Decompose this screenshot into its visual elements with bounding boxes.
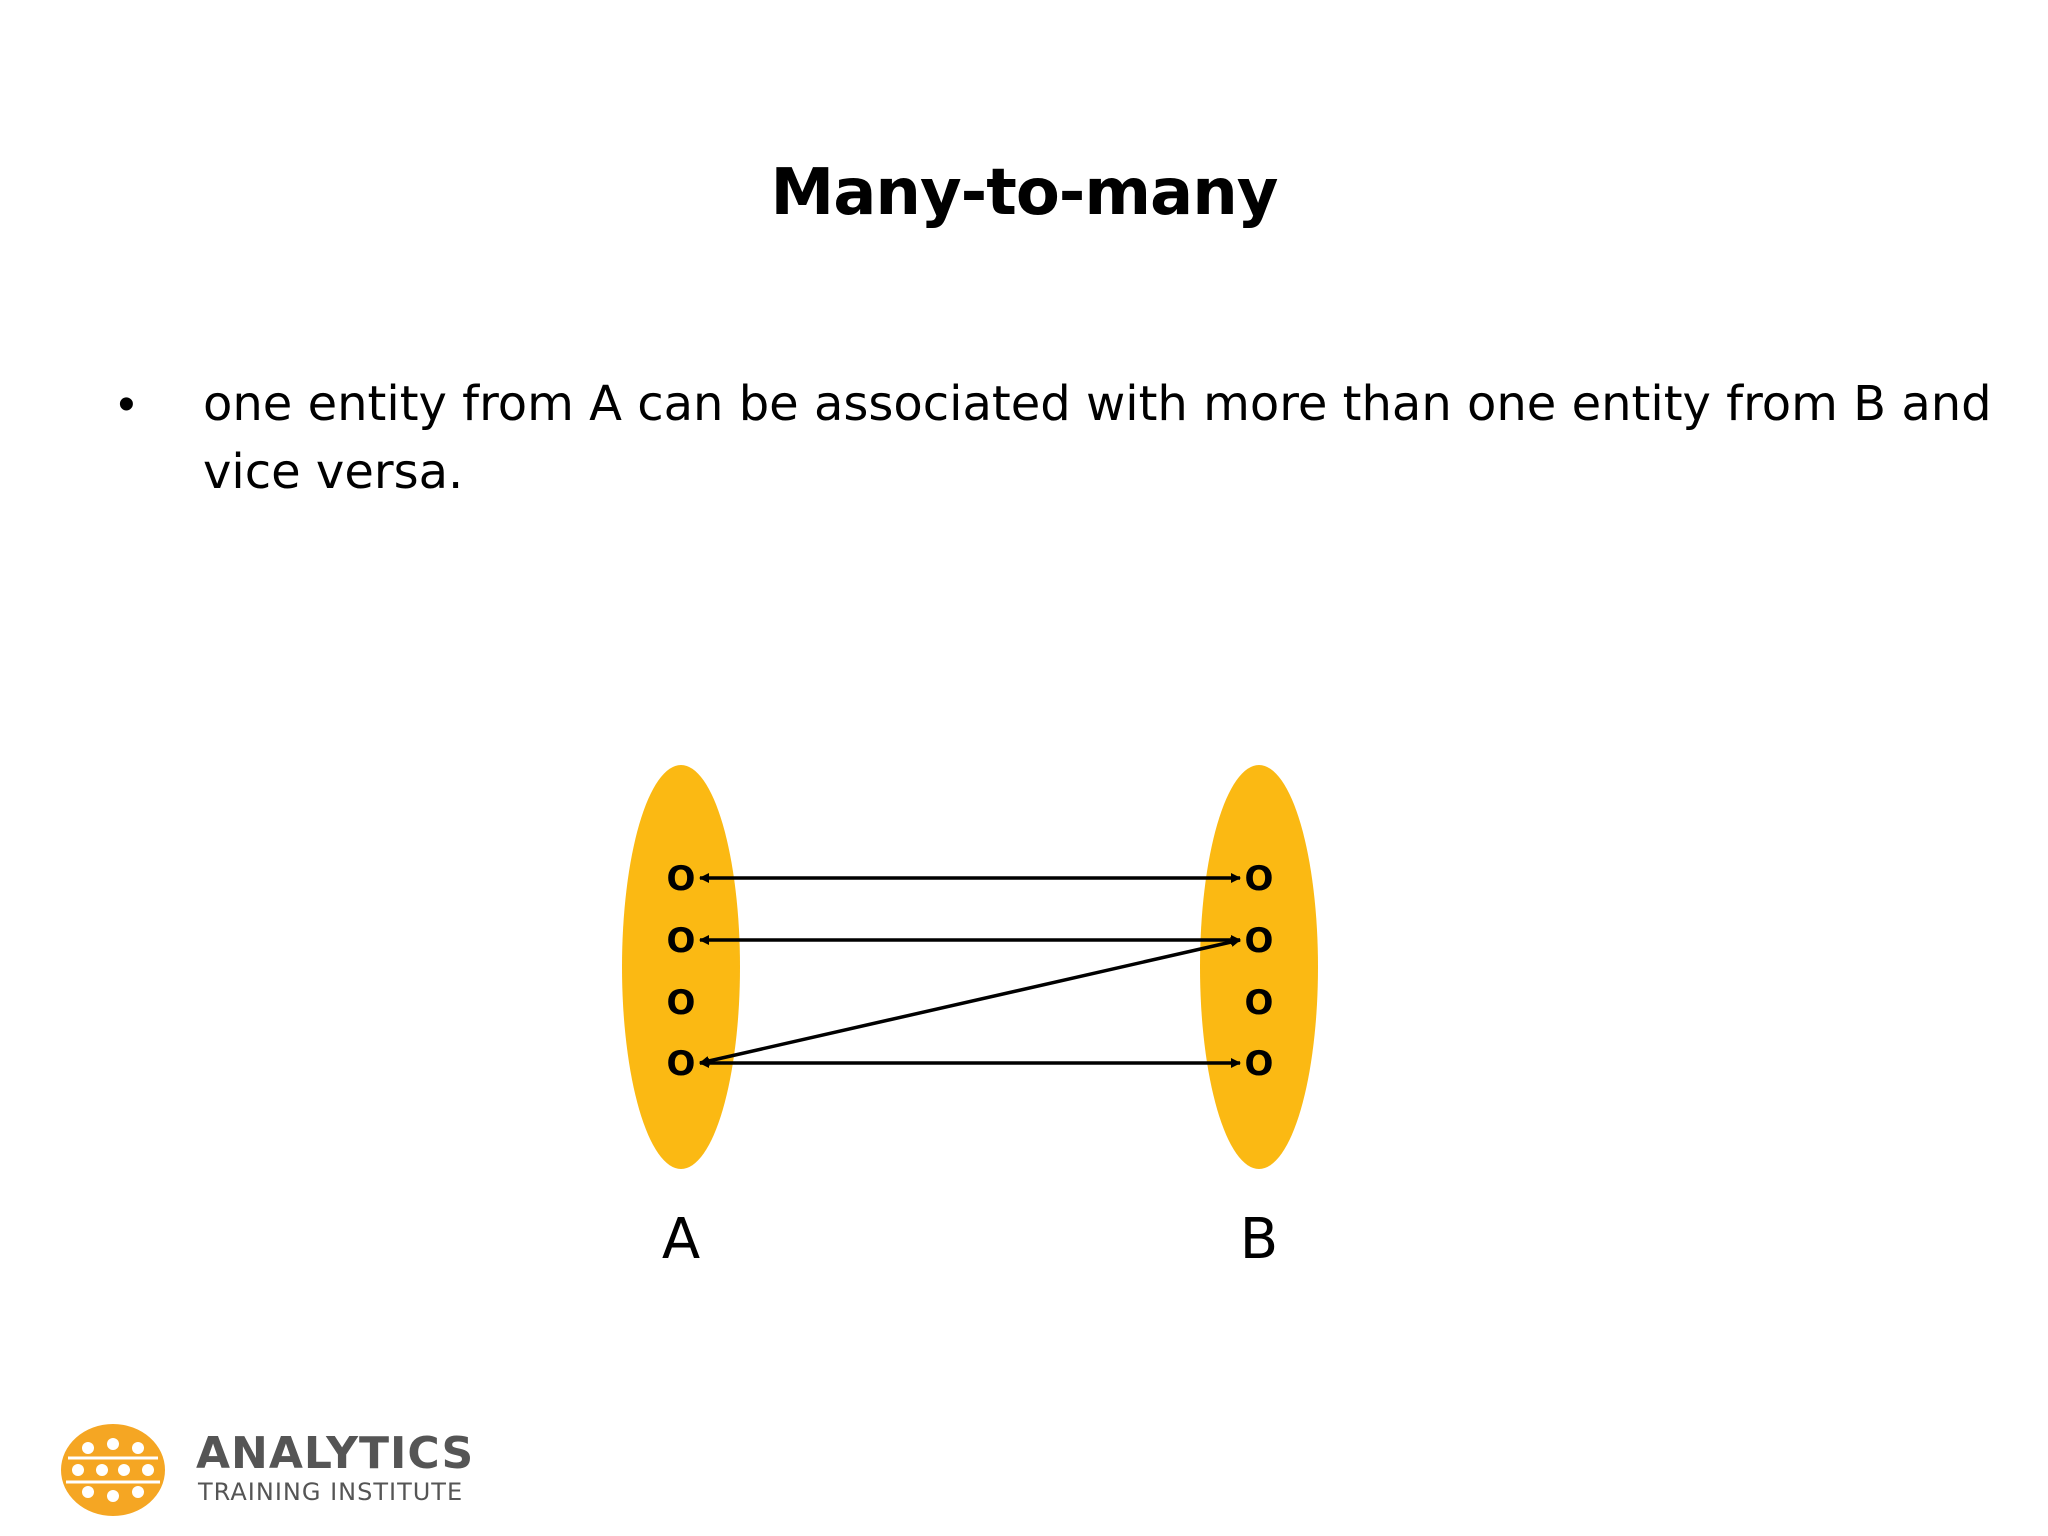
brand-name: ANALYTICS bbox=[196, 1428, 475, 1479]
set-a-element: O bbox=[667, 921, 696, 961]
set-b-element: O bbox=[1245, 859, 1274, 899]
slide-title: Many-to-many bbox=[770, 156, 1279, 230]
set-b-element: O bbox=[1245, 921, 1274, 961]
logo-mark-icon bbox=[61, 1424, 165, 1516]
set-b-label: B bbox=[1240, 1207, 1278, 1272]
set-b-element: O bbox=[1245, 983, 1274, 1023]
set-a-label: A bbox=[662, 1207, 700, 1272]
set-a-element: O bbox=[667, 983, 696, 1023]
brand-tagline: TRAINING INSTITUTE bbox=[198, 1478, 464, 1506]
set-b-element: O bbox=[1245, 1044, 1274, 1084]
bullet-text: one entity from A can be associated with… bbox=[203, 376, 1992, 500]
set-a-element: O bbox=[667, 1044, 696, 1084]
set-a-ellipse bbox=[622, 765, 740, 1169]
set-a-element: O bbox=[667, 859, 696, 899]
set-b-ellipse bbox=[1200, 765, 1318, 1169]
relation-arrow-a4-b2 bbox=[699, 937, 1241, 1066]
institute-logo: ANALYTICS TRAINING INSTITUTE bbox=[58, 1420, 478, 1520]
bullet-marker: • bbox=[118, 378, 135, 431]
